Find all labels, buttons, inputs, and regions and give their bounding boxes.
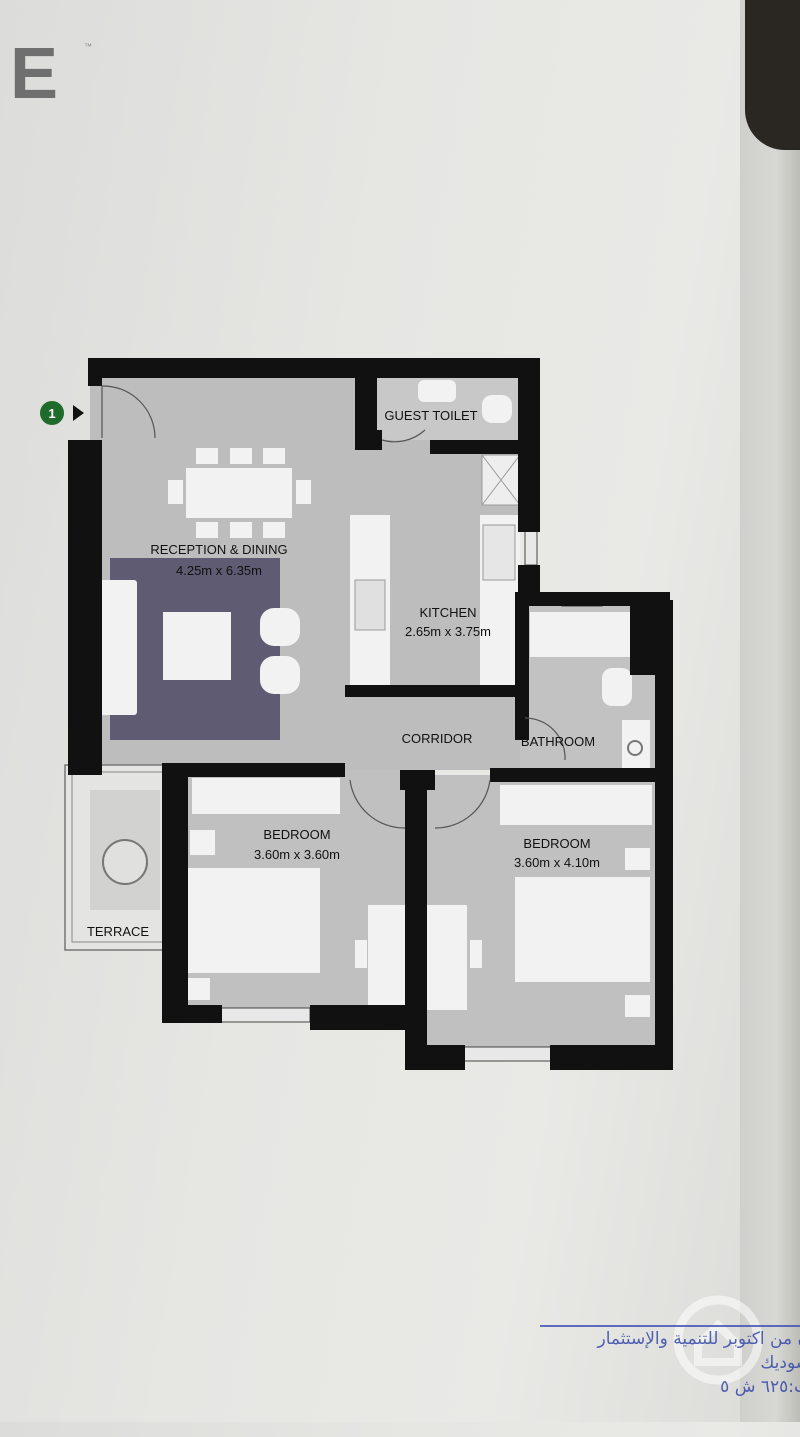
bedroom1-label: BEDROOM bbox=[263, 827, 330, 842]
stamp-line-2: سوديك bbox=[760, 1353, 800, 1373]
kitchen-counters bbox=[350, 454, 521, 685]
bedroom2-label: BEDROOM bbox=[523, 836, 590, 851]
terrace-table bbox=[102, 839, 148, 885]
trademark-mark: ™ bbox=[84, 42, 92, 51]
guest-toilet-fixtures bbox=[418, 380, 512, 423]
background-corner bbox=[745, 0, 800, 150]
stamp-line-1: ن من اكتوبر للتنمية والإستثمار bbox=[597, 1329, 800, 1349]
armchair bbox=[260, 608, 300, 646]
armchair bbox=[260, 656, 300, 694]
coffee-table bbox=[163, 612, 231, 680]
entrance-number: 1 bbox=[48, 406, 55, 421]
company-stamp: ن من اكتوبر للتنمية والإستثمار سوديك ت:٦… bbox=[540, 1325, 800, 1437]
bedroom1-size: 3.60m x 3.60m bbox=[254, 847, 340, 862]
sofa bbox=[92, 580, 137, 715]
entrance-arrow-icon bbox=[73, 405, 84, 421]
terrace bbox=[64, 764, 176, 951]
kitchen-size: 2.65m x 3.75m bbox=[405, 624, 491, 639]
guest-toilet-label: GUEST TOILET bbox=[384, 408, 477, 423]
page-curl-shadow bbox=[740, 0, 800, 1422]
bedroom2-furniture bbox=[425, 785, 652, 1017]
reception-size: 4.25m x 6.35m bbox=[176, 563, 262, 578]
entrance-marker: 1 bbox=[40, 401, 84, 425]
stamp-line-3: ت:٦٢٥ ش ٥ bbox=[720, 1377, 800, 1397]
dining-table bbox=[168, 448, 311, 538]
bedroom2-size: 3.60m x 4.10m bbox=[514, 855, 600, 870]
bathroom-label: BATHROOM bbox=[521, 734, 595, 749]
kitchen-label: KITCHEN bbox=[419, 605, 476, 620]
door-swings bbox=[101, 385, 566, 829]
reception-label: RECEPTION & DINING bbox=[150, 542, 287, 557]
brand-logo: E bbox=[10, 34, 59, 114]
bedroom1-furniture bbox=[188, 778, 410, 1010]
walls bbox=[68, 358, 673, 1070]
corridor-label: CORRIDOR bbox=[402, 731, 473, 746]
bathroom-fixtures bbox=[530, 612, 650, 768]
terrace-label: TERRACE bbox=[87, 924, 149, 939]
watermark-logo-icon bbox=[673, 1295, 763, 1385]
